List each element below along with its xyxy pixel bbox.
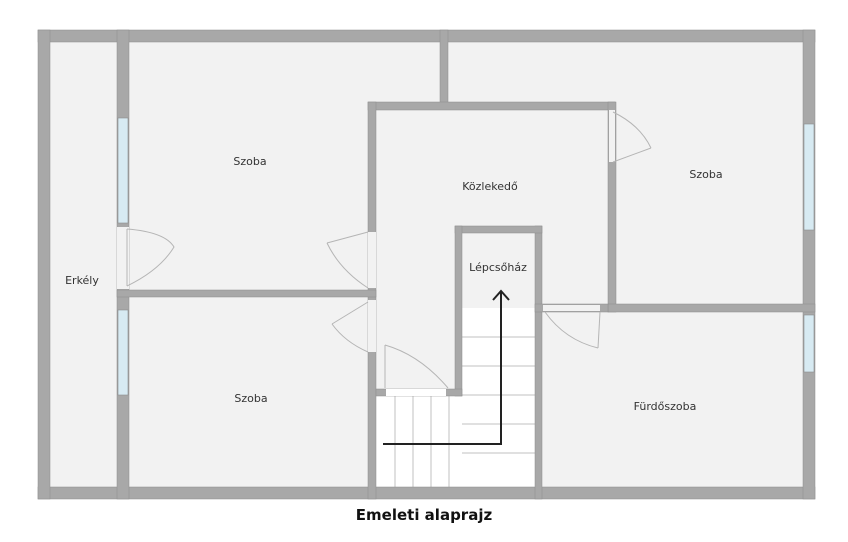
label-room-top-left: Szoba <box>233 155 266 168</box>
stair-direction-arrow <box>383 289 510 445</box>
windows <box>117 117 815 396</box>
label-balcony: Erkély <box>65 274 99 287</box>
label-hallway: Közlekedő <box>462 180 518 193</box>
label-stairwell: Lépcsőház <box>469 261 527 274</box>
label-bathroom: Fürdőszoba <box>634 400 697 413</box>
label-room-bottom-left: Szoba <box>234 392 267 405</box>
label-room-right: Szoba <box>689 168 722 181</box>
plan-caption: Emeleti alaprajz <box>355 506 493 524</box>
door-openings <box>117 110 615 396</box>
door-swings <box>126 111 652 389</box>
